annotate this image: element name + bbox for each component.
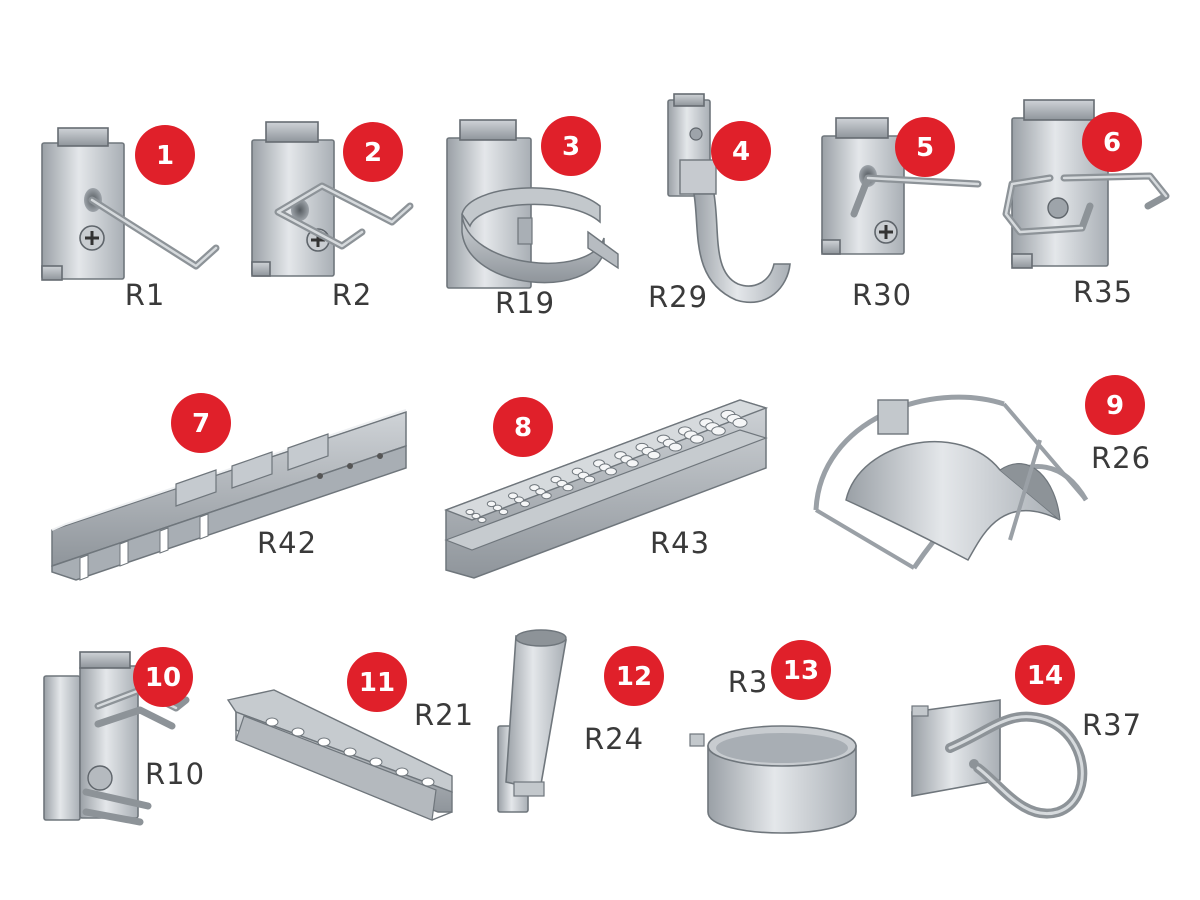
svg-text:3: 3 — [562, 132, 580, 162]
rack-hole — [668, 442, 683, 452]
number-badge: 14 — [1015, 645, 1075, 705]
hose-reel-holder-icon — [813, 394, 1089, 570]
rack-hole — [562, 483, 574, 492]
rack-hole — [647, 450, 661, 460]
svg-text:2: 2 — [364, 138, 382, 168]
svg-text:7: 7 — [192, 409, 210, 439]
rack-hole — [732, 417, 748, 428]
hook-icon — [41, 127, 220, 281]
product-code: R2 — [332, 278, 373, 312]
product-code: R21 — [414, 698, 474, 732]
product-code: R24 — [584, 722, 644, 756]
product-item-9[interactable]: 9 R26 — [813, 375, 1151, 570]
rack-holes — [465, 409, 748, 524]
product-item-13[interactable]: 13 R3 — [689, 640, 857, 834]
product-item-14[interactable]: 14 R37 — [911, 645, 1142, 819]
number-badge: 4 — [711, 121, 771, 181]
product-item-12[interactable]: 12 R24 — [497, 629, 664, 813]
product-code: R3 — [728, 665, 769, 699]
product-item-2[interactable]: 2 R2 — [251, 121, 414, 312]
svg-text:1: 1 — [156, 141, 174, 171]
rack-hole — [690, 434, 704, 444]
rack-hole — [626, 459, 639, 468]
rack-hole — [492, 504, 503, 512]
product-item-7[interactable]: 7 R42 — [51, 393, 407, 581]
number-badge: 1 — [135, 125, 195, 185]
product-item-8[interactable]: 8 R43 — [444, 397, 769, 579]
product-code: R43 — [650, 526, 710, 560]
product-code: R29 — [648, 280, 708, 314]
product-code: R26 — [1091, 441, 1151, 475]
slotted-rail-icon — [51, 409, 407, 581]
product-code: R37 — [1082, 708, 1142, 742]
number-badge: 9 — [1085, 375, 1145, 435]
svg-text:4: 4 — [732, 137, 750, 167]
ring-holder-icon — [689, 725, 857, 834]
number-badge: 3 — [541, 116, 601, 176]
angled-hook-icon — [821, 117, 982, 255]
tool-shelf-icon — [226, 689, 453, 821]
product-item-3[interactable]: 3 R19 — [446, 116, 619, 320]
rack-hole — [471, 512, 481, 520]
number-badge: 6 — [1082, 112, 1142, 172]
curved-holder-icon — [667, 93, 791, 304]
rack-hole — [465, 508, 475, 516]
number-badge: 10 — [133, 647, 193, 707]
product-item-10[interactable]: 10 R10 — [43, 647, 205, 826]
perforated-rack-icon — [444, 399, 769, 579]
product-item-5[interactable]: 5 R30 — [821, 117, 982, 312]
svg-text:13: 13 — [783, 656, 819, 686]
double-hook-icon — [251, 121, 414, 277]
product-code: R42 — [257, 526, 317, 560]
rack-hole — [498, 508, 509, 516]
number-badge: 5 — [895, 117, 955, 177]
number-badge: 2 — [343, 122, 403, 182]
rack-hole — [711, 426, 726, 436]
product-item-11[interactable]: 11 R21 — [226, 652, 474, 821]
product-code: R30 — [852, 278, 912, 312]
svg-text:14: 14 — [1027, 661, 1063, 691]
svg-text:12: 12 — [616, 662, 652, 692]
number-badge: 7 — [171, 393, 231, 453]
svg-text:5: 5 — [916, 133, 934, 163]
product-item-6[interactable]: 6 R35 — [1002, 99, 1170, 309]
product-code: R10 — [145, 757, 205, 791]
number-badge: 11 — [347, 652, 407, 712]
product-code: R19 — [495, 286, 555, 320]
twin-hook-icon — [43, 651, 190, 826]
product-item-4[interactable]: 4 R29 — [648, 93, 791, 314]
loop-hook-icon — [1002, 99, 1170, 269]
pipe-clamp-icon — [446, 119, 619, 289]
rack-hole — [541, 492, 552, 500]
rack-hole — [477, 516, 487, 524]
rack-hole — [583, 475, 596, 484]
svg-text:6: 6 — [1103, 128, 1121, 158]
number-badge: 8 — [493, 397, 553, 457]
tube-holder-icon — [497, 629, 567, 813]
u-loop-holder-icon — [911, 699, 1088, 819]
product-item-1[interactable]: 1 R1 — [41, 125, 220, 312]
number-badge: 13 — [771, 640, 831, 700]
svg-text:11: 11 — [359, 668, 395, 698]
number-badge: 12 — [604, 646, 664, 706]
svg-text:8: 8 — [514, 413, 532, 443]
svg-text:10: 10 — [145, 663, 181, 693]
rack-hole — [486, 500, 497, 508]
svg-text:9: 9 — [1106, 391, 1124, 421]
product-code: R1 — [125, 278, 166, 312]
rack-hole — [605, 467, 617, 476]
product-code: R35 — [1073, 275, 1133, 309]
rack-hole — [520, 500, 530, 508]
